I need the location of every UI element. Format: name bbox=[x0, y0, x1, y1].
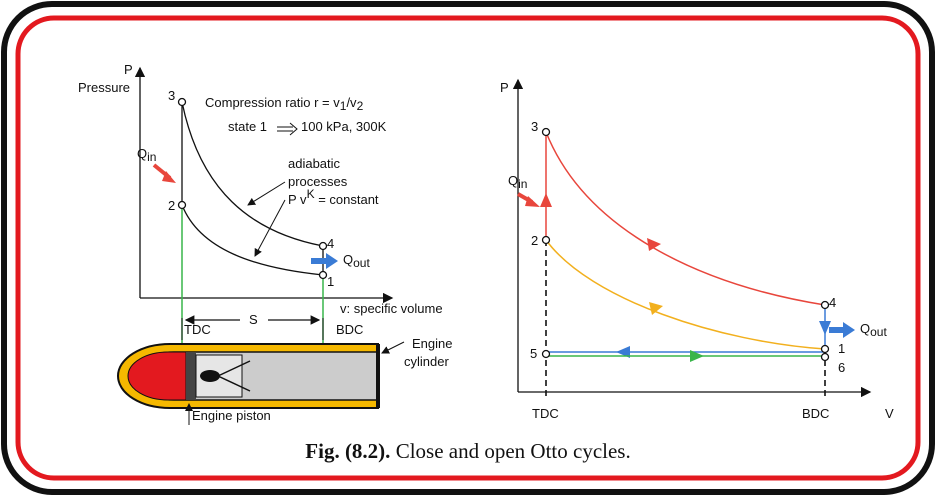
right-expansion-curve bbox=[545, 131, 826, 306]
right-label-1: 1 bbox=[838, 341, 845, 356]
cylinder-head bbox=[376, 344, 380, 408]
left-q-in-label: Qin bbox=[137, 146, 156, 164]
left-bdc-label: BDC bbox=[336, 322, 363, 337]
implies-arrow-icon bbox=[277, 122, 298, 136]
adiabatic-pointer-upper bbox=[247, 181, 286, 206]
engine-cylinder-label-1: Engine bbox=[412, 336, 452, 351]
left-q-out-arrowhead-icon bbox=[326, 253, 338, 269]
left-q-out-arrow-icon bbox=[311, 258, 328, 264]
left-axis-v-label: v: specific volume bbox=[340, 301, 443, 316]
left-axis-p-label: P bbox=[124, 62, 133, 77]
engine-cylinder-pointer bbox=[381, 341, 405, 354]
right-expansion-arrow-icon bbox=[647, 238, 661, 251]
left-adiabatic-3: P vK = constant bbox=[288, 187, 379, 207]
left-adiabatic-2: processes bbox=[288, 174, 348, 189]
right-bdc-label: BDC bbox=[802, 406, 829, 421]
combustion-chamber bbox=[127, 351, 187, 401]
left-point-1 bbox=[318, 270, 328, 280]
left-state-text-b: 100 kPa, 300K bbox=[301, 119, 387, 134]
left-compression-curve bbox=[181, 204, 324, 276]
left-diagram: P Pressure v: specific volume 3 2 4 1 Co… bbox=[78, 62, 452, 425]
figure-caption: Fig. (8.2). Close and open Otto cycles. bbox=[305, 439, 630, 463]
inner-frame bbox=[15, 15, 921, 481]
left-label-4: 4 bbox=[327, 236, 334, 251]
left-point-3 bbox=[177, 97, 187, 107]
engine-cylinder-drawing bbox=[117, 343, 380, 409]
connecting-rod-lower bbox=[217, 375, 251, 392]
right-point-1 bbox=[820, 344, 830, 354]
left-point-4 bbox=[318, 241, 328, 251]
right-q-in-label: Qin bbox=[508, 173, 527, 191]
left-q-in-arrowhead-icon bbox=[162, 171, 176, 183]
right-axis-p-label: P bbox=[500, 80, 509, 95]
connecting-rod-upper bbox=[217, 360, 251, 377]
right-label-5: 5 bbox=[530, 346, 537, 361]
right-compression-arrow-icon bbox=[649, 302, 663, 315]
left-label-3: 3 bbox=[168, 88, 175, 103]
left-tdc-label: TDC bbox=[184, 322, 211, 337]
engine-piston-label: Engine piston bbox=[192, 408, 271, 423]
right-q-out-label: Qout bbox=[860, 321, 887, 339]
left-adiabatic-1: adiabatic bbox=[288, 156, 341, 171]
right-point-4 bbox=[820, 300, 830, 310]
left-q-out-label: Qout bbox=[343, 252, 370, 270]
engine-cylinder-label-2: cylinder bbox=[404, 354, 449, 369]
right-label-6: 6 bbox=[838, 360, 845, 375]
left-label-1: 1 bbox=[327, 274, 334, 289]
stroke-label: S bbox=[249, 312, 258, 327]
right-intake-arrow-icon bbox=[690, 350, 704, 362]
left-expansion-curve bbox=[181, 101, 324, 247]
right-label-3: 3 bbox=[531, 119, 538, 134]
right-q-out-arrow-icon bbox=[829, 327, 845, 333]
piston-pin bbox=[200, 370, 220, 382]
right-point-5 bbox=[541, 349, 551, 359]
right-label-4: 4 bbox=[829, 295, 836, 310]
left-axis-pressure-label: Pressure bbox=[78, 80, 130, 95]
right-compression-curve bbox=[545, 239, 826, 350]
left-compression-text: Compression ratio r = v1/v2 bbox=[205, 95, 364, 113]
left-point-2 bbox=[177, 200, 187, 210]
left-label-2: 2 bbox=[168, 198, 175, 213]
right-point-3 bbox=[541, 127, 551, 137]
right-tdc-label: TDC bbox=[532, 406, 559, 421]
right-point-2 bbox=[541, 235, 551, 245]
right-heat-reject-arrow-icon bbox=[819, 321, 831, 335]
piston-crown bbox=[186, 352, 196, 400]
right-label-2: 2 bbox=[531, 233, 538, 248]
right-heat-add-arrow-icon bbox=[540, 193, 552, 207]
right-q-out-arrowhead-icon bbox=[843, 322, 855, 338]
right-exhaust-arrow-icon bbox=[616, 346, 630, 358]
right-axis-v-label: V bbox=[885, 406, 894, 421]
right-point-6 bbox=[820, 352, 830, 362]
right-q-in-arrowhead-icon bbox=[525, 196, 540, 207]
left-state-text-a: state 1 bbox=[228, 119, 267, 134]
adiabatic-pointer-lower bbox=[254, 199, 286, 257]
right-diagram: P V TDC BDC 3 2 5 4 1 bbox=[500, 78, 894, 421]
